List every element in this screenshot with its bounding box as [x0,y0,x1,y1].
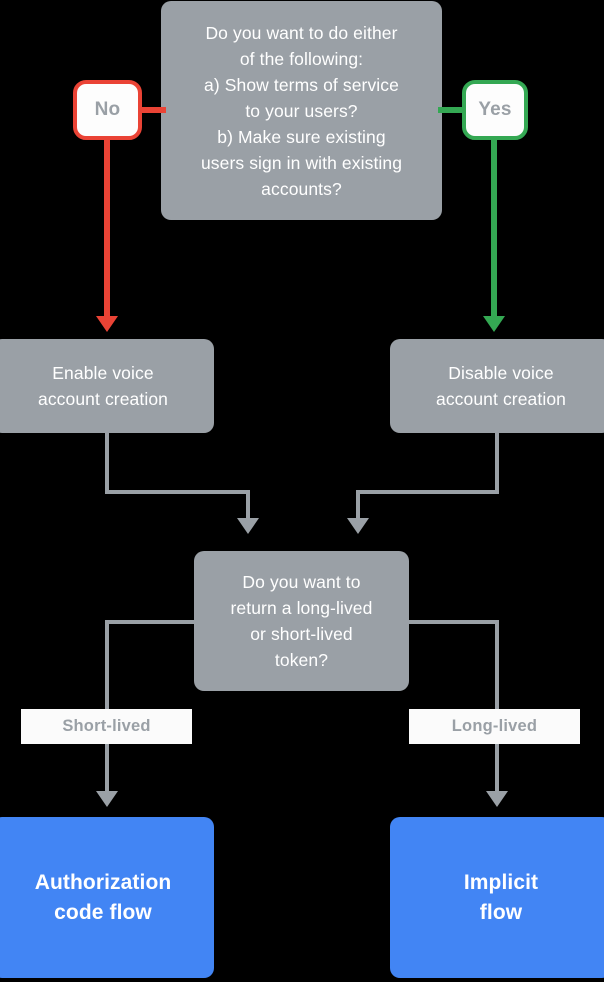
pill-yes-label: Yes [478,99,512,120]
pill-yes[interactable]: Yes [462,80,528,140]
arrowhead-no-to-enable [96,316,118,332]
pill-no[interactable]: No [73,80,142,140]
connector-no-to-enable [104,140,110,320]
edge-label-short-lived: Short-lived [21,709,192,744]
pill-no-label: No [94,99,121,120]
connector-enable-across [105,490,250,494]
node-enable-voice-account-creation: Enable voice account creation [0,339,214,433]
connector-enable-into-token [246,490,250,522]
connector-yes-to-disable [491,140,497,320]
connector-token-right-across [356,620,499,624]
connector-token-right-down [495,620,499,795]
connector-enable-down [105,432,109,494]
connector-disable-into-token [356,490,360,522]
edge-label-short-lived-text: Short-lived [62,717,151,735]
arrowhead-long-lived-to-implicit [486,791,508,807]
node-implicit-flow: Implicit flow [390,817,604,978]
connector-disable-across [356,490,499,494]
arrowhead-short-lived-to-authorization [96,791,118,807]
arrowhead-disable-to-token [347,518,369,534]
arrowhead-enable-to-token [237,518,259,534]
connector-yes-to-question [438,107,464,113]
node-implicit-flow-text: Implicit flow [463,870,539,924]
node-authorization-code-flow-text: Authorization code flow [34,870,172,924]
edge-label-long-lived-text: Long-lived [451,717,538,735]
connector-token-left-down [105,620,109,795]
arrowhead-yes-to-disable [483,316,505,332]
connector-disable-down [495,432,499,494]
edge-label-long-lived: Long-lived [409,709,580,744]
node-disable-voice-text: Disable voice account creation [435,363,566,409]
node-authorization-code-flow: Authorization code flow [0,817,214,978]
connector-token-left-across [105,620,250,624]
node-disable-voice-account-creation: Disable voice account creation [390,339,604,433]
node-top-question-text: Do you want to do either of the followin… [200,22,403,199]
connector-no-to-question [140,107,166,113]
node-top-question: Do you want to do either of the followin… [161,1,442,220]
node-enable-voice-text: Enable voice account creation [37,363,168,409]
node-token-question-text: Do you want to return a long-lived or sh… [230,572,373,670]
